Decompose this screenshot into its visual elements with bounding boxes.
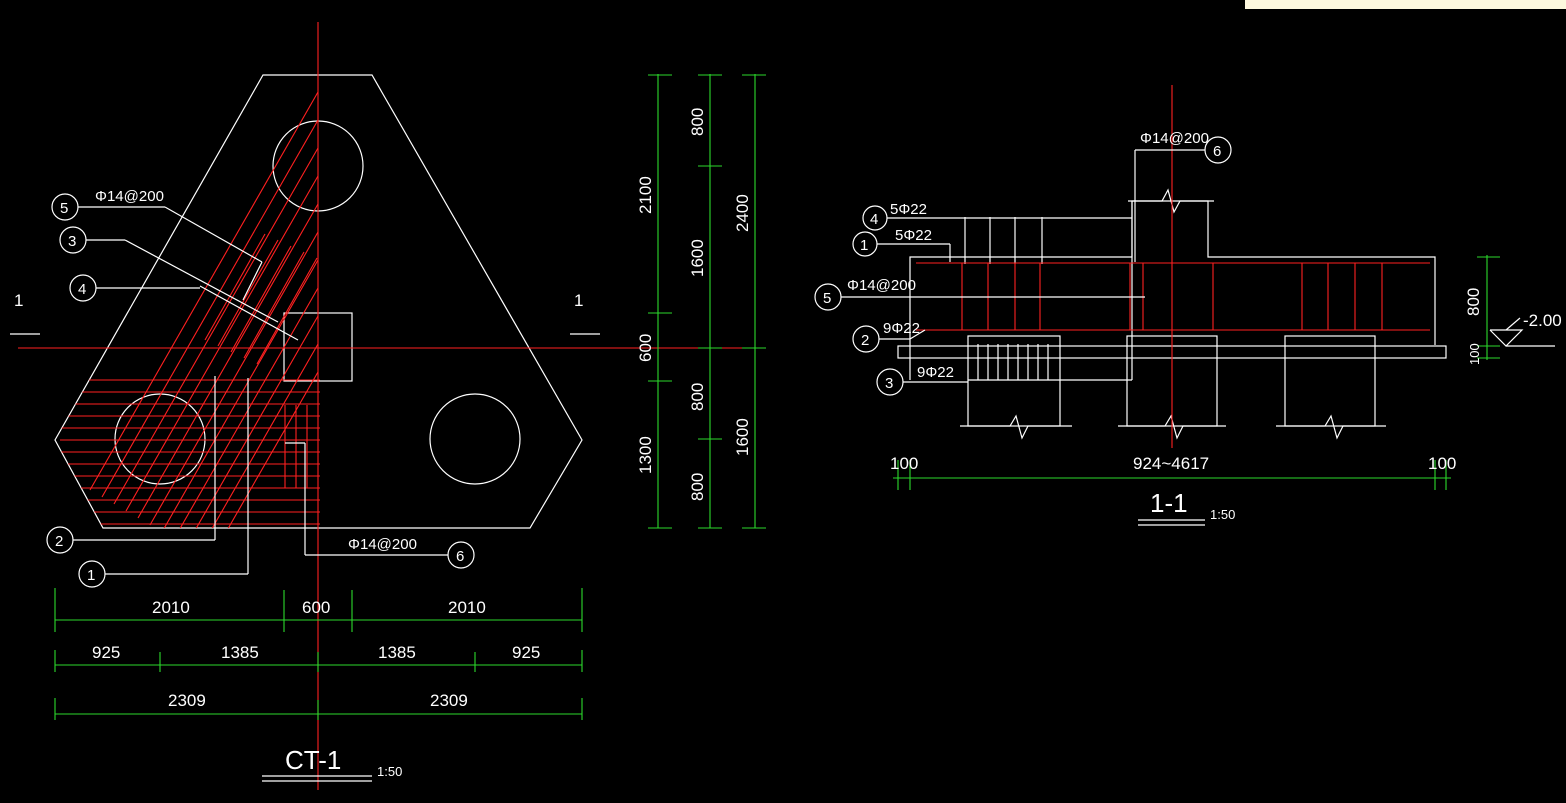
svg-text:2: 2 — [861, 332, 869, 349]
svg-text:924~4617: 924~4617 — [1133, 454, 1209, 473]
svg-text:1:50: 1:50 — [377, 764, 402, 779]
section-callout-3: 3 9Φ22 — [876, 364, 968, 396]
svg-text:1300: 1300 — [636, 436, 655, 474]
plan-callout-6: 6 Φ14@200 — [305, 536, 475, 569]
svg-text:800: 800 — [1464, 288, 1483, 316]
svg-text:3: 3 — [885, 375, 893, 392]
svg-text:5: 5 — [823, 290, 831, 307]
svg-text:9Φ22: 9Φ22 — [917, 364, 954, 381]
section-callout-5: 5 Φ14@200 — [814, 277, 1145, 311]
section-callout-6: 6 Φ14@200 — [1134, 130, 1232, 262]
section-dimensions-right: 800 100 -2.00 — [1464, 255, 1562, 365]
section-piles — [960, 217, 1386, 440]
svg-text:1-1: 1-1 — [1150, 488, 1188, 518]
toolbar-panel — [1245, 0, 1566, 9]
svg-text:2309: 2309 — [430, 691, 468, 710]
svg-text:2309: 2309 — [168, 691, 206, 710]
svg-text:Φ14@200: Φ14@200 — [348, 536, 417, 553]
svg-text:1600: 1600 — [688, 239, 707, 277]
svg-text:2010: 2010 — [152, 598, 190, 617]
plan-dimensions-right: 2100 600 1300 800 1600 800 800 2400 1600 — [636, 74, 766, 529]
svg-text:2100: 2100 — [636, 176, 655, 214]
plan-title: CT-1 1:50 — [262, 745, 402, 782]
svg-text:800: 800 — [688, 108, 707, 136]
svg-text:5Φ22: 5Φ22 — [895, 227, 932, 244]
svg-text:Φ14@200: Φ14@200 — [95, 188, 164, 205]
svg-text:1385: 1385 — [221, 643, 259, 662]
svg-text:Φ14@200: Φ14@200 — [847, 277, 916, 294]
svg-text:800: 800 — [688, 383, 707, 411]
svg-text:3: 3 — [68, 233, 76, 250]
svg-text:6: 6 — [456, 548, 464, 565]
svg-text:100: 100 — [1428, 454, 1456, 473]
plan-dimensions-bottom: 2010 600 2010 925 1385 1385 925 2309 230… — [54, 588, 583, 720]
svg-text:1: 1 — [87, 567, 95, 584]
svg-text:CT-1: CT-1 — [285, 745, 341, 775]
section-mark-left: 1 — [10, 291, 40, 335]
svg-text:1600: 1600 — [733, 418, 752, 456]
section-mark-right: 1 — [570, 291, 600, 335]
svg-text:5Φ22: 5Φ22 — [890, 201, 927, 218]
svg-text:5: 5 — [60, 200, 68, 217]
svg-text:100: 100 — [890, 454, 918, 473]
rebar-hatching — [60, 91, 320, 528]
pile-right — [429, 393, 521, 485]
section-view: 6 Φ14@200 4 5Φ22 1 5Φ22 5 Φ14@200 2 — [814, 85, 1562, 526]
plan-view: 1 1 5 Φ14@200 3 4 — [10, 22, 766, 790]
plan-callout-2: 2 — [46, 526, 215, 554]
svg-text:1: 1 — [574, 291, 583, 310]
svg-text:-2.00: -2.00 — [1523, 311, 1562, 330]
svg-text:600: 600 — [636, 334, 655, 362]
section-title: 1-1 1:50 — [1138, 488, 1235, 526]
svg-text:6: 6 — [1213, 143, 1221, 160]
svg-text:2010: 2010 — [448, 598, 486, 617]
plan-callout-1: 1 — [78, 560, 248, 588]
svg-text:1385: 1385 — [378, 643, 416, 662]
svg-text:925: 925 — [92, 643, 120, 662]
plan-callout-5: 5 Φ14@200 — [51, 188, 263, 301]
pile-cap-outline — [54, 74, 583, 529]
section-callout-2: 2 9Φ22 — [852, 320, 926, 353]
svg-text:800: 800 — [688, 473, 707, 501]
section-cap-outline — [909, 200, 1436, 380]
svg-text:Φ14@200: Φ14@200 — [1140, 130, 1209, 147]
svg-text:925: 925 — [512, 643, 540, 662]
svg-text:100: 100 — [1467, 343, 1482, 365]
svg-text:600: 600 — [302, 598, 330, 617]
plan-callout-4: 4 — [69, 274, 200, 302]
section-callout-4: 4 5Φ22 — [862, 201, 1132, 231]
svg-text:4: 4 — [870, 211, 878, 228]
svg-text:1: 1 — [860, 237, 868, 254]
plan-callout-3: 3 — [59, 226, 279, 323]
section-dimensions-bottom: 100 924~4617 100 — [890, 454, 1456, 490]
svg-text:1:50: 1:50 — [1210, 507, 1235, 522]
svg-text:9Φ22: 9Φ22 — [883, 320, 920, 337]
svg-text:2: 2 — [55, 533, 63, 550]
svg-text:2400: 2400 — [733, 194, 752, 232]
section-callout-1: 1 5Φ22 — [852, 227, 951, 262]
pile-left — [114, 393, 206, 485]
svg-text:4: 4 — [78, 281, 86, 298]
svg-text:1: 1 — [14, 291, 23, 310]
